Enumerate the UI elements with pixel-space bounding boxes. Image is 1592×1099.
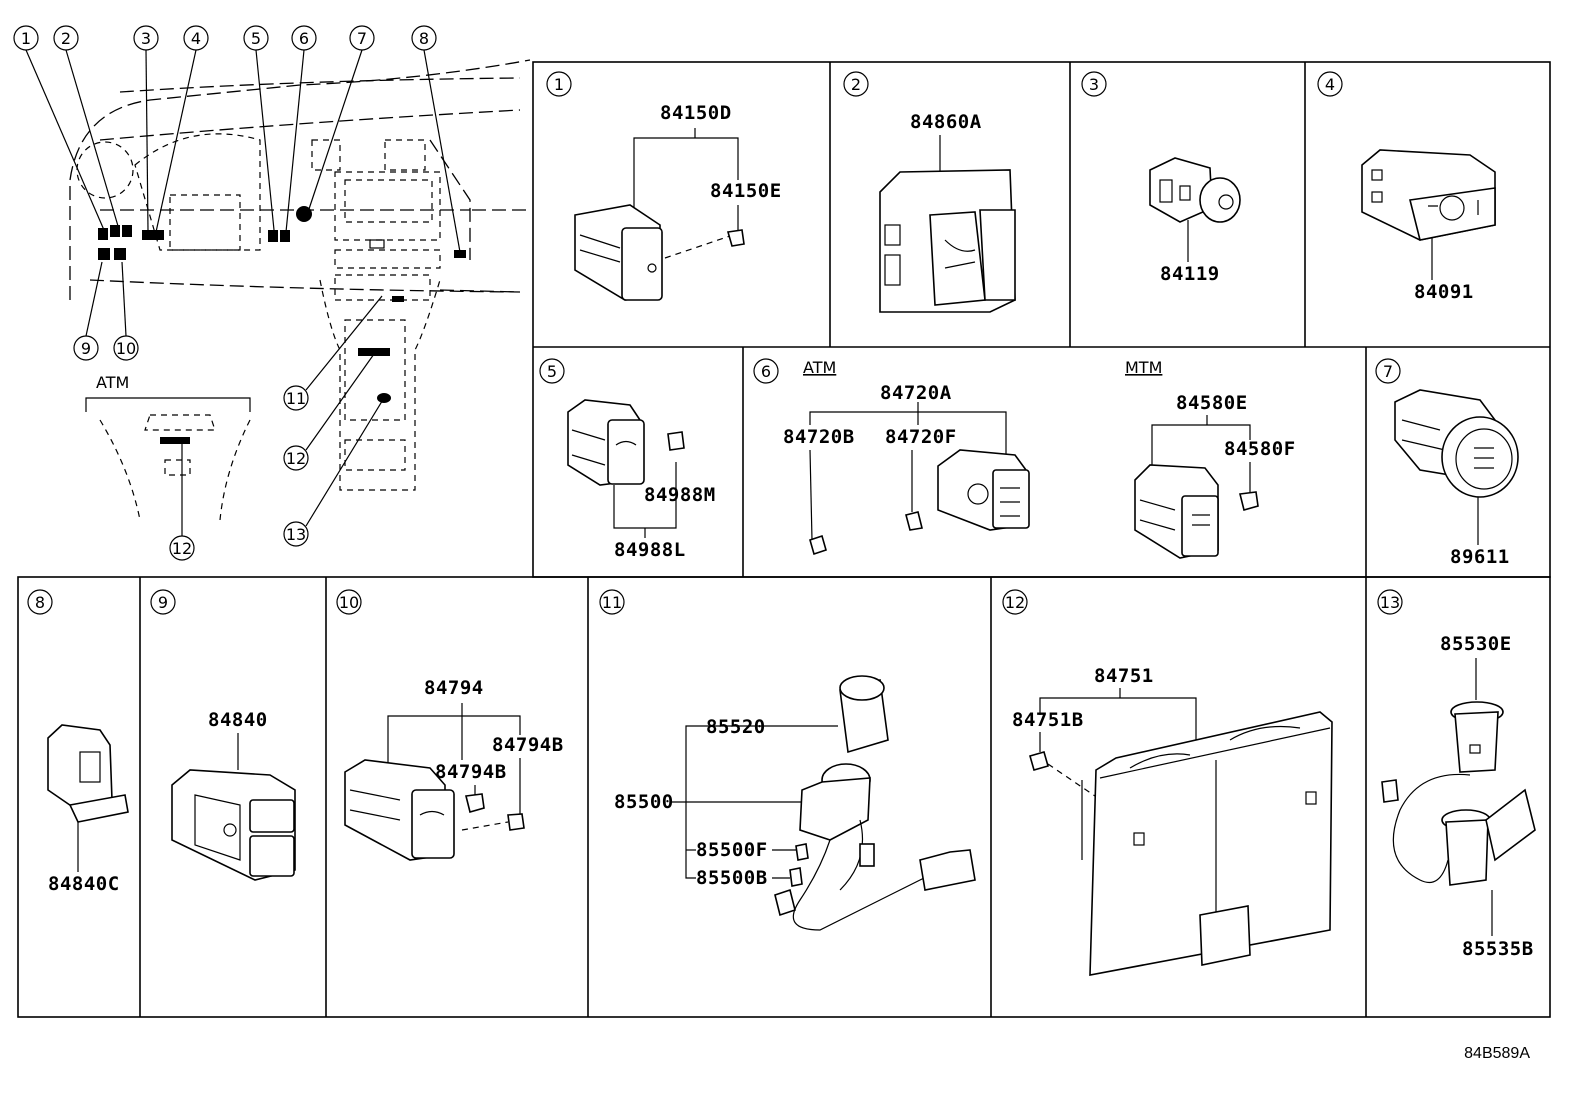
dashboard-overview: 1 2 3 4 5 6 7 8 9 10 11 12 13 12 [13, 25, 531, 561]
callout-3: 3 [141, 29, 151, 48]
panel-10-number: 10 [339, 593, 359, 612]
part-84119: 84119 [1160, 263, 1220, 285]
panel-11-number: 11 [602, 593, 622, 612]
panel-6-mtm-label: MTM [1125, 358, 1162, 377]
panel-12: 12 84751 84751B [1002, 589, 1333, 976]
panel-10: 10 84794 84794B 84794B [336, 589, 564, 861]
panel-2-number: 2 [851, 75, 861, 94]
overview-callouts: 1 2 3 4 5 6 7 8 9 10 11 12 13 12 [13, 25, 437, 561]
part-84860A: 84860A [910, 111, 982, 133]
panel-11: 11 85520 85500 85500F 85500B [599, 589, 976, 931]
part-84720B: 84720B [783, 426, 855, 448]
part-84580F: 84580F [1224, 438, 1296, 460]
switch-84091-drawing [1361, 149, 1496, 241]
switch-84720a-drawing [809, 449, 1030, 556]
panel-grid [17, 61, 1551, 1018]
part-85500: 85500 [614, 791, 674, 813]
clock-unit-84751-drawing [1029, 711, 1333, 976]
callout-1: 1 [21, 29, 31, 48]
panel-5: 5 84988M 84988L [539, 358, 716, 561]
diagram-reference-code: 84B589A [1464, 1045, 1530, 1062]
part-84720F: 84720F [885, 426, 957, 448]
callout-7: 7 [357, 29, 367, 48]
panel-6-atm-label: ATM [803, 358, 836, 377]
part-84580E: 84580E [1176, 392, 1248, 414]
center-console [311, 139, 441, 491]
part-84150E: 84150E [710, 180, 782, 202]
switch-84580e-drawing [1134, 464, 1259, 559]
switch-84988l-drawing [567, 399, 685, 486]
part-84794B-right: 84794B [492, 734, 564, 756]
panel-3-number: 3 [1089, 75, 1099, 94]
part-84091: 84091 [1414, 281, 1474, 303]
panel-2: 2 84860A [843, 71, 1016, 313]
panel-13-number: 13 [1380, 593, 1400, 612]
cigarette-lighter-drawing [774, 675, 976, 931]
part-84988M: 84988M [644, 484, 716, 506]
part-84751B: 84751B [1012, 709, 1084, 731]
panel-4-number: 4 [1325, 75, 1335, 94]
callout-12-atm: 12 [172, 539, 192, 558]
part-85530E: 85530E [1440, 633, 1512, 655]
overview-switch-markers [98, 206, 466, 403]
callout-13: 13 [286, 525, 306, 544]
part-85520: 85520 [706, 716, 766, 738]
callout-12: 12 [286, 449, 306, 468]
panel-6-number: 6 [761, 362, 771, 381]
part-84720A: 84720A [880, 382, 952, 404]
part-84794B-left: 84794B [435, 761, 507, 783]
callout-10: 10 [116, 339, 136, 358]
overview-leaders [25, 49, 461, 536]
knob-84119-drawing [1149, 157, 1241, 223]
part-84751: 84751 [1094, 665, 1154, 687]
panel-7: 7 89611 [1375, 358, 1519, 568]
callout-5: 5 [251, 29, 261, 48]
panel-5-number: 5 [547, 362, 557, 381]
callout-9: 9 [81, 339, 91, 358]
panel-6: 6 ATM MTM 84720A 84720B 84720F 84580E 84… [753, 358, 1296, 559]
panel-8: 8 84840C [27, 589, 129, 895]
panel-1-number: 1 [554, 75, 564, 94]
atm-title: ATM [96, 373, 129, 392]
panel-4: 4 84091 [1317, 71, 1496, 303]
start-button-89611-drawing [1394, 389, 1519, 498]
panel-9: 9 84840 [150, 589, 296, 881]
callout-8: 8 [419, 29, 429, 48]
panel-12-number: 12 [1005, 593, 1025, 612]
part-84988L: 84988L [614, 539, 686, 561]
panel-3: 3 84119 [1081, 71, 1241, 285]
panel-7-number: 7 [1383, 362, 1393, 381]
callout-6: 6 [299, 29, 309, 48]
panel-13: 13 85530E 85535B [1377, 589, 1536, 960]
callout-2: 2 [61, 29, 71, 48]
part-84840: 84840 [208, 709, 268, 731]
part-85535B: 85535B [1462, 938, 1534, 960]
part-84794: 84794 [424, 677, 484, 699]
part-84150D: 84150D [660, 102, 732, 124]
panel-9-number: 9 [158, 593, 168, 612]
switch-84860a-drawing [879, 169, 1016, 313]
callout-4: 4 [191, 29, 201, 48]
part-89611: 89611 [1450, 546, 1510, 568]
panel-8-number: 8 [35, 593, 45, 612]
switch-84150d-drawing [574, 204, 745, 301]
switch-84840c-drawing [47, 724, 129, 823]
switch-84794-drawing [344, 759, 525, 861]
part-85500F: 85500F [696, 839, 768, 861]
panel-1: 1 84150D 84150E [546, 71, 782, 301]
atm-console-view: ATM [85, 373, 251, 521]
power-outlet-drawing [1381, 701, 1536, 886]
part-84840C: 84840C [48, 873, 120, 895]
callout-11: 11 [286, 389, 306, 408]
switch-84840-drawing [171, 769, 296, 881]
dashboard-outline [69, 59, 531, 300]
part-85500B: 85500B [696, 867, 768, 889]
